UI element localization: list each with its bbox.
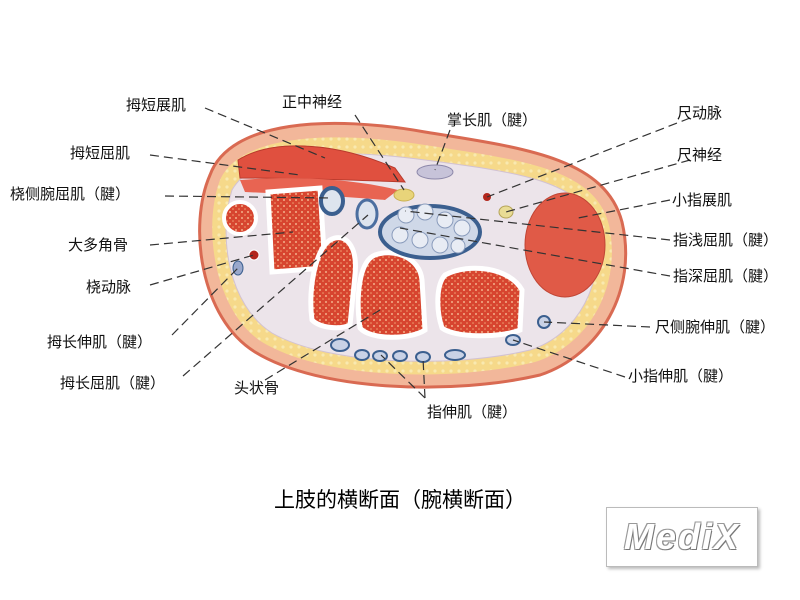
radial-artery [248, 249, 260, 261]
figure-title: 上肢的横断面（腕横断面） [274, 488, 526, 512]
label-fpl: 拇长屈肌（腱） [60, 374, 166, 392]
label-trapezium: 大多角骨 [68, 236, 129, 254]
label-fds: 指浅屈肌（腱） [673, 231, 779, 249]
label-epl: 拇长伸肌（腱） [47, 333, 153, 351]
hypothenar-muscle [524, 192, 606, 298]
label-ulnar-artery: 尺动脉 [677, 104, 723, 122]
label-ecu: 尺侧腕伸肌（腱） [655, 318, 776, 336]
label-median-nerve: 正中神经 [282, 93, 343, 111]
epl-tendon [232, 260, 244, 276]
label-fdp: 指深屈肌（腱） [673, 267, 779, 285]
label-flexor-carpi-radialis: 桡侧腕屈肌（腱） [10, 185, 131, 203]
label-edm: 小指伸肌（腱） [628, 367, 734, 385]
trapezoid-bone [308, 235, 358, 331]
fcr-tendon [319, 186, 345, 216]
ulnar-nerve [498, 205, 514, 219]
label-abductor-pollicis-brevis: 拇短展肌 [126, 96, 187, 114]
label-ulnar-nerve: 尺神经 [677, 146, 723, 164]
leader-lines [149, 107, 691, 399]
label-extensor-digitorum: 指伸肌（腱） [427, 403, 518, 421]
label-radial-artery: 桡动脉 [86, 278, 132, 296]
label-abductor-digiti-minimi: 小指展肌 [672, 191, 733, 209]
label-capitate: 头状骨 [234, 379, 280, 397]
label-palmaris-longus: 掌长肌（腱） [447, 111, 538, 129]
label-flexor-pollicis-brevis: 拇短屈肌 [70, 144, 131, 162]
capitate-bone [355, 250, 428, 340]
hamate-bone [435, 265, 525, 339]
logo-text: MediX [623, 516, 740, 557]
medix-watermark-logo: MediX [606, 507, 758, 567]
fpl-tendon [355, 198, 379, 230]
median-nerve [393, 188, 415, 202]
scaphoid-small-bone [222, 200, 258, 236]
palmaris-longus-tendon [416, 164, 454, 180]
